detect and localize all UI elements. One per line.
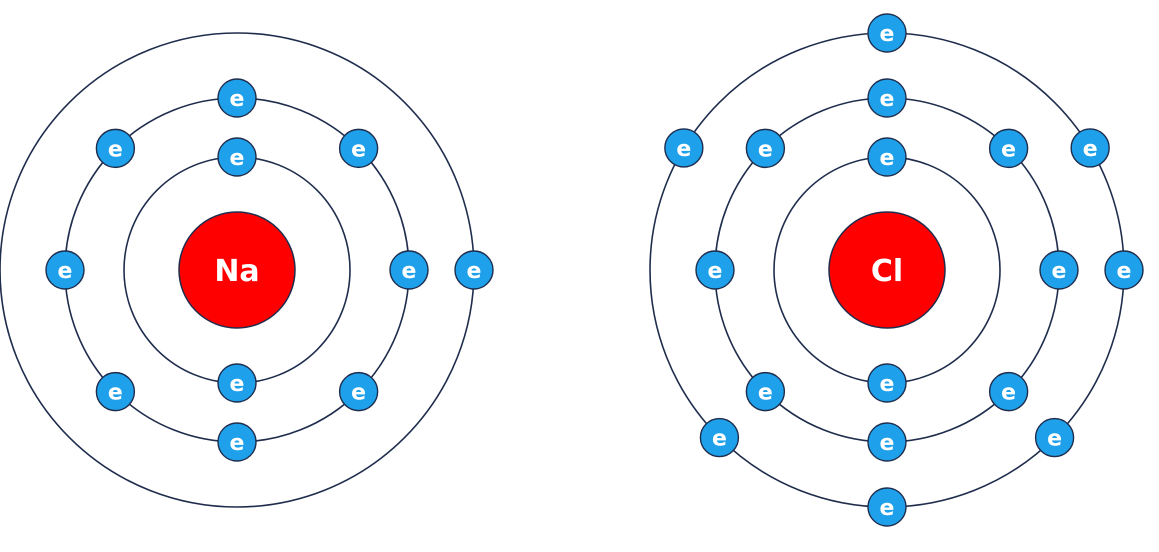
electron-label: e [230,87,245,112]
electron-label: e [1047,427,1062,452]
nucleus-na [178,211,296,329]
electron-na-shell-2-8: e [95,128,136,169]
electron-na-shell-2-6: e [95,371,136,412]
electron-circle [988,128,1029,169]
electron-label: e [1001,137,1016,162]
electron-circle [95,128,136,169]
electron-circle [867,137,907,177]
electron-circle [95,371,136,412]
electron-circle [45,250,85,290]
electron-label: e [402,259,417,284]
electron-circle [217,363,257,403]
electron-na-shell-2-5: e [217,422,257,462]
electron-circle [867,487,907,527]
electron-label: e [676,137,691,162]
electron-cl-shell-2-4: e [988,371,1029,412]
electron-circle [867,78,907,118]
nucleus-label-cl: Cl [871,254,903,289]
electron-circle [988,371,1029,412]
electron-cl-shell-1-2: e [867,363,907,403]
electron-cl-shell-2-8: e [745,128,786,169]
electron-circle [867,13,907,53]
electron-label: e [58,259,73,284]
electron-cl-shell-3-7: e [664,128,704,168]
electron-cl-shell-3-5: e [867,487,907,527]
electron-na-shell-2-7: e [45,250,85,290]
electron-cl-shell-1-1: e [867,137,907,177]
electron-label: e [230,372,245,397]
electron-label: e [230,431,245,456]
electron-label: e [880,22,895,47]
electron-cl-shell-2-2: e [988,128,1029,169]
electron-na-shell-2-2: e [338,128,379,169]
electron-na-shell-3-1: e [454,250,494,290]
electron-circle [695,250,735,290]
electron-label: e [108,137,123,162]
electron-na-shell-1-1: e [217,137,257,177]
electron-label: e [880,372,895,397]
electron-circle [664,128,704,168]
electron-na-shell-1-2: e [217,363,257,403]
electron-circle [1070,128,1110,168]
electron-na-shell-2-1: e [217,78,257,118]
electron-label: e [880,431,895,456]
electron-label: e [1117,259,1132,284]
electron-label: e [230,146,245,171]
electron-circle [867,363,907,403]
electron-label: e [1083,137,1098,162]
electron-circle [338,371,379,412]
nucleus-label-na: Na [214,254,259,289]
electron-label: e [758,381,773,406]
electron-label: e [351,137,366,162]
electron-label: e [880,87,895,112]
electron-circle [745,128,786,169]
electron-circle [1104,250,1144,290]
electron-circle [338,128,379,169]
electron-label: e [708,259,723,284]
electron-label: e [1001,381,1016,406]
electron-label: e [758,137,773,162]
electron-label: e [712,427,727,452]
electron-cl-shell-2-3: e [1039,250,1079,290]
electron-circle [217,422,257,462]
atom-na: Na e e e e e e e e e e e [0,32,494,508]
electron-cl-shell-2-6: e [745,371,786,412]
electron-label: e [880,496,895,521]
electron-label: e [467,259,482,284]
electron-cl-shell-3-2: e [1070,128,1110,168]
electron-circle [217,78,257,118]
electron-label: e [351,381,366,406]
electron-circle [454,250,494,290]
electron-na-shell-2-4: e [338,371,379,412]
electron-circle [389,250,429,290]
electron-cl-shell-2-7: e [695,250,735,290]
electron-circle [1034,417,1075,458]
electron-circle [699,417,740,458]
electron-label: e [880,146,895,171]
electron-cl-shell-3-3: e [1104,250,1144,290]
electron-cl-shell-2-1: e [867,78,907,118]
electron-circle [867,422,907,462]
electron-na-shell-2-3: e [389,250,429,290]
electron-cl-shell-3-1: e [867,13,907,53]
electron-cl-shell-3-4: e [1034,417,1075,458]
electron-circle [1039,250,1079,290]
electron-circle [217,137,257,177]
atom-cl: Cl e e e e e e e e e e e e e e e e e [649,13,1144,527]
electron-label: e [1052,259,1067,284]
electron-cl-shell-2-5: e [867,422,907,462]
electron-cl-shell-3-6: e [699,417,740,458]
electron-label: e [108,381,123,406]
nucleus-cl [828,211,946,329]
electron-circle [745,371,786,412]
